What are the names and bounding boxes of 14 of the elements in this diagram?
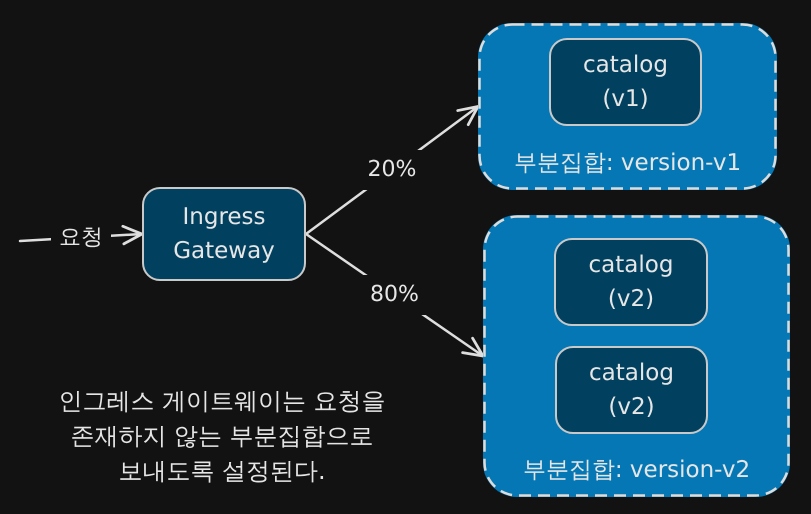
process-box	[554, 238, 708, 326]
group-label: 부분집합: version-v1	[512, 149, 742, 178]
note-text: 인그레스 게이트웨이는 요청을 존재하지 않는 부분집합으로 보내도록 설정된다.	[57, 386, 387, 487]
box-label: catalog (v1)	[582, 51, 669, 114]
edge-label: 80%	[362, 275, 427, 315]
group-label: 부분집합: version-v2	[522, 456, 752, 485]
dashed-group-box	[478, 23, 777, 190]
box-label: catalog (v2)	[588, 251, 674, 314]
process-box	[142, 187, 306, 281]
box-label: catalog (v2)	[588, 359, 675, 422]
process-box	[549, 38, 702, 126]
process-box	[555, 346, 708, 434]
box-label: Ingress Gateway	[172, 203, 276, 266]
dashed-group-box	[483, 215, 790, 497]
